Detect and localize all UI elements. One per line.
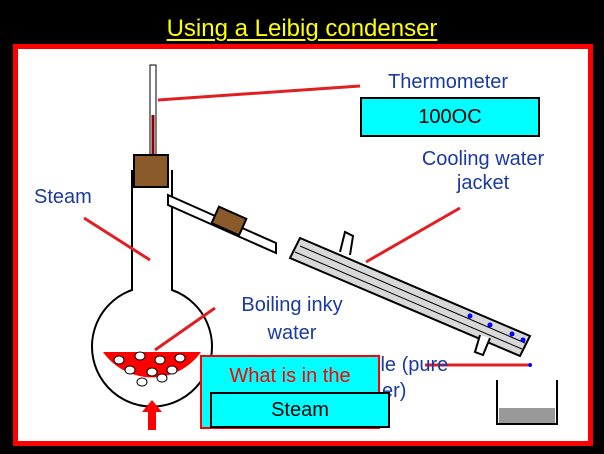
condenser-stopper: [210, 205, 248, 237]
steam-label: Steam: [34, 186, 92, 208]
water-inlet: [473, 334, 491, 357]
title-text: Using a Leibig condenser: [166, 15, 438, 42]
condenser-inner-tube-bottom: [294, 251, 523, 350]
quiz-question-text: What is in the: [229, 365, 351, 387]
thermometer-pointer: [157, 84, 361, 102]
falling-drop: [528, 363, 532, 367]
water-outlet: [339, 230, 355, 256]
temperature-reading: 100OC: [418, 106, 482, 128]
distillate-drops: [467, 313, 526, 343]
quiz-answer-text: Steam: [271, 399, 329, 421]
quiz-answer-button[interactable]: Steam: [210, 392, 390, 428]
boiling-water-label-line2: water: [267, 322, 317, 344]
temperature-reading-box: 100OC: [360, 97, 540, 137]
distillate-liquid: [499, 408, 555, 423]
distillate-label-line1: lle (pure: [376, 354, 449, 376]
boiling-pointer: [154, 306, 216, 352]
cooling-jacket-label: Cooling water jacket: [410, 147, 556, 195]
boiling-water-label-line1: Boiling inky: [241, 294, 343, 316]
thermometer-label: Thermometer: [388, 71, 509, 93]
steam-pointer: [83, 216, 151, 262]
flask-stopper: [133, 154, 169, 188]
jacket-pointer: [365, 206, 461, 264]
cooling-jacket-label-line2: jacket: [456, 172, 510, 194]
condenser-inner-tube-top: [299, 245, 526, 344]
cooling-jacket-label-line1: Cooling water: [421, 148, 545, 170]
boiling-bubbles: [113, 351, 186, 387]
heat-arrow-icon: [142, 400, 162, 430]
boiling-water-label: Boiling inky water: [232, 291, 352, 347]
page-title: Using a Leibig condenser: [0, 10, 604, 48]
